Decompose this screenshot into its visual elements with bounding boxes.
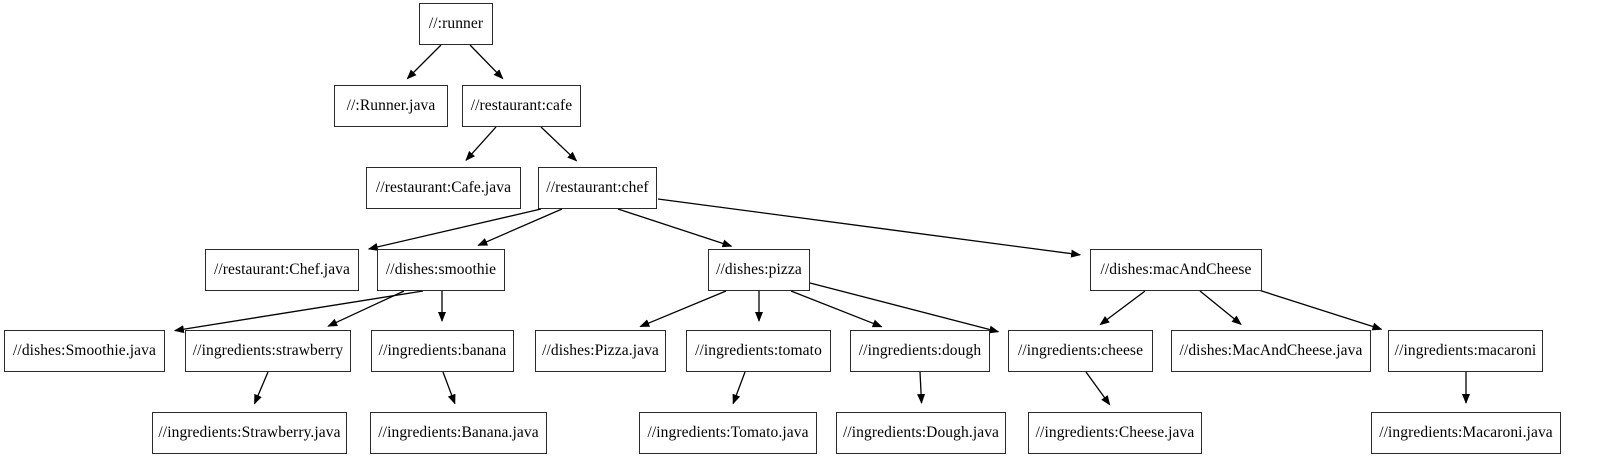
graph-node-dishes_pizza[interactable]: //dishes:pizza — [708, 249, 810, 291]
graph-node-label: //dishes:pizza — [716, 261, 802, 279]
graph-node-label: //ingredients:dough — [858, 342, 982, 360]
graph-node-label: //ingredients:Cheese.java — [1035, 424, 1195, 442]
graph-node-label: //restaurant:cafe — [470, 97, 573, 115]
graph-node-label: //ingredients:Tomato.java — [647, 424, 809, 442]
graph-node-strawberry_java[interactable]: //ingredients:Strawberry.java — [152, 412, 347, 454]
graph-node-label: //ingredients:Strawberry.java — [158, 424, 341, 442]
graph-node-restaurant_chef[interactable]: //restaurant:chef — [538, 167, 657, 209]
graph-node-label: //ingredients:macaroni — [1394, 342, 1537, 360]
graph-node-label: //ingredients:banana — [378, 342, 507, 360]
graph-node-label: //restaurant:Cafe.java — [375, 179, 512, 197]
graph-node-label: //restaurant:chef — [546, 179, 649, 197]
graph-node-macaroni_java[interactable]: //ingredients:Macaroni.java — [1371, 412, 1561, 454]
graph-node-cafe_java[interactable]: //restaurant:Cafe.java — [366, 167, 521, 209]
graph-node-label: //restaurant:Chef.java — [213, 261, 351, 279]
graph-node-macandcheese_java[interactable]: //dishes:MacAndCheese.java — [1171, 330, 1371, 372]
graph-node-banana_java[interactable]: //ingredients:Banana.java — [370, 412, 547, 454]
graph-node-ing_cheese[interactable]: //ingredients:cheese — [1008, 330, 1153, 372]
graph-node-restaurant_cafe[interactable]: //restaurant:cafe — [462, 85, 581, 127]
graph-node-cheese_java[interactable]: //ingredients:Cheese.java — [1028, 412, 1202, 454]
graph-node-tomato_java[interactable]: //ingredients:Tomato.java — [639, 412, 817, 454]
graph-node-label: //ingredients:Macaroni.java — [1379, 424, 1553, 442]
graph-node-ing_strawberry[interactable]: //ingredients:strawberry — [185, 330, 351, 372]
graph-node-dishes_smoothie[interactable]: //dishes:smoothie — [377, 249, 505, 291]
graph-node-ing_dough[interactable]: //ingredients:dough — [850, 330, 990, 372]
graph-node-pizza_java[interactable]: //dishes:Pizza.java — [535, 330, 666, 372]
graph-node-label: //dishes:Smoothie.java — [13, 342, 156, 360]
graph-node-label: //dishes:smoothie — [385, 261, 497, 279]
graph-node-label: //:Runner.java — [346, 97, 436, 115]
graph-node-label: //dishes:MacAndCheese.java — [1179, 342, 1363, 360]
graph-node-runner[interactable]: //:runner — [419, 3, 493, 45]
graph-node-label: //ingredients:strawberry — [192, 342, 344, 360]
graph-node-dishes_macandchs[interactable]: //dishes:macAndCheese — [1090, 249, 1262, 291]
graph-node-ing_banana[interactable]: //ingredients:banana — [371, 330, 514, 372]
graph-node-label: //ingredients:Banana.java — [378, 424, 539, 442]
graph-node-smoothie_java[interactable]: //dishes:Smoothie.java — [4, 330, 165, 372]
graph-node-label: //ingredients:tomato — [695, 342, 822, 360]
graph-node-chef_java[interactable]: //restaurant:Chef.java — [205, 249, 359, 291]
graph-node-label: //ingredients:Dough.java — [842, 424, 1000, 442]
graph-node-label: //:runner — [428, 15, 484, 33]
graph-node-ing_macaroni[interactable]: //ingredients:macaroni — [1388, 330, 1543, 372]
graph-node-runner_java[interactable]: //:Runner.java — [334, 85, 448, 127]
graph-node-dough_java[interactable]: //ingredients:Dough.java — [836, 412, 1006, 454]
graph-node-label: //dishes:macAndCheese — [1100, 261, 1252, 279]
graph-node-label: //dishes:Pizza.java — [542, 342, 659, 360]
graph-node-label: //ingredients:cheese — [1017, 342, 1144, 360]
graph-node-ing_tomato[interactable]: //ingredients:tomato — [686, 330, 831, 372]
